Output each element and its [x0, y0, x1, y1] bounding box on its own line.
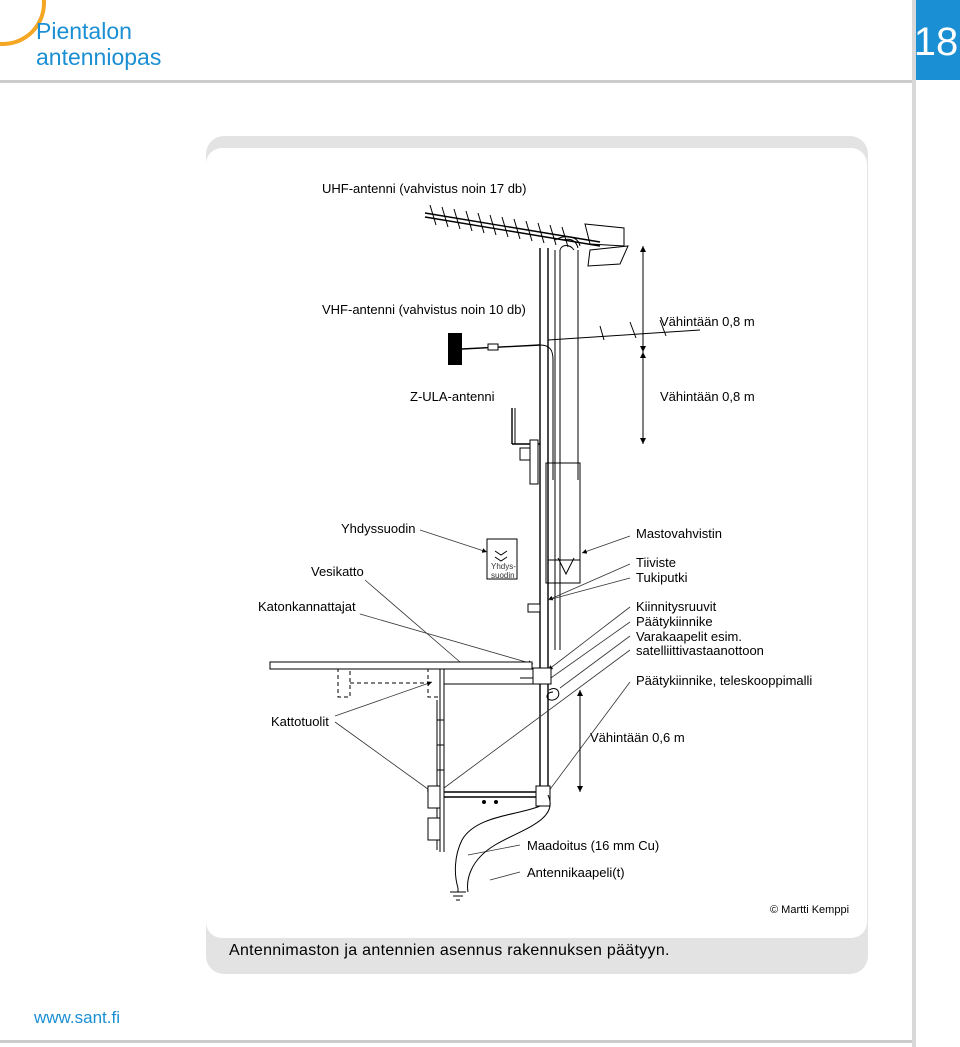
label-varakaapelit: Varakaapelit esim. — [636, 629, 742, 644]
page-number: 18 — [912, 0, 960, 80]
header-title-line2: antenniopas — [36, 44, 162, 70]
label-kattotuolit: Kattotuolit — [271, 714, 329, 729]
roof-structure — [269, 661, 540, 852]
combiner-box-label-1: Yhdys- — [491, 562, 516, 571]
figure-caption: Antennimaston ja antennien asennus raken… — [229, 942, 670, 959]
leader-lines — [334, 529, 631, 881]
label-kiinnitysruuvit: Kiinnitysruuvit — [636, 599, 717, 614]
z-ula-antenna — [511, 408, 540, 485]
header-divider — [0, 80, 912, 83]
label-min-06: Vähintään 0,6 m — [590, 730, 685, 745]
end-bracket-upper — [520, 603, 560, 701]
label-min-08-b: Vähintään 0,8 m — [660, 389, 755, 404]
combiner-box-label-2: suodin — [491, 571, 515, 580]
cables — [450, 794, 551, 901]
label-credit: © Martti Kemppi — [770, 904, 849, 916]
label-antennikaapeli: Antennikaapeli(t) — [527, 865, 625, 880]
mast-amplifier — [545, 462, 581, 584]
footer-divider — [0, 1040, 912, 1043]
header-title-line1: Pientalon — [36, 18, 132, 44]
footer-url[interactable]: www.sant.fi — [34, 1008, 120, 1027]
label-mastovahvistin: Mastovahvistin — [636, 526, 722, 541]
combiner-box: Yhdys- suodin — [486, 538, 518, 580]
label-min-08-a: Vähintään 0,8 m — [660, 314, 755, 329]
label-z-ula-antenna: Z-ULA-antenni — [410, 389, 495, 404]
label-maadoitus: Maadoitus (16 mm Cu) — [527, 838, 659, 853]
label-paatykiinnike: Päätykiinnike — [636, 614, 713, 629]
header-title: Pientalon antenniopas — [36, 18, 236, 70]
right-rail — [912, 0, 916, 1047]
label-tukiputki: Tukiputki — [636, 570, 688, 585]
uhf-antenna — [424, 204, 629, 267]
label-uhf-antenna: UHF-antenni (vahvistus noin 17 db) — [322, 181, 527, 196]
end-bracket-lower — [427, 785, 551, 841]
label-satelliitti: satelliittivastaanottoon — [636, 643, 764, 658]
label-tiiviste: Tiiviste — [636, 555, 676, 570]
vhf-antenna — [448, 319, 701, 480]
label-vhf-antenna: VHF-antenni (vahvistus noin 10 db) — [322, 302, 526, 317]
label-yhdyssuodin: Yhdyssuodin — [341, 521, 415, 536]
label-teleskooppi: Päätykiinnike, teleskooppimalli — [636, 673, 812, 688]
label-vesikatto: Vesikatto — [311, 564, 364, 579]
label-katonkannattajat: Katonkannattajat — [258, 599, 356, 614]
